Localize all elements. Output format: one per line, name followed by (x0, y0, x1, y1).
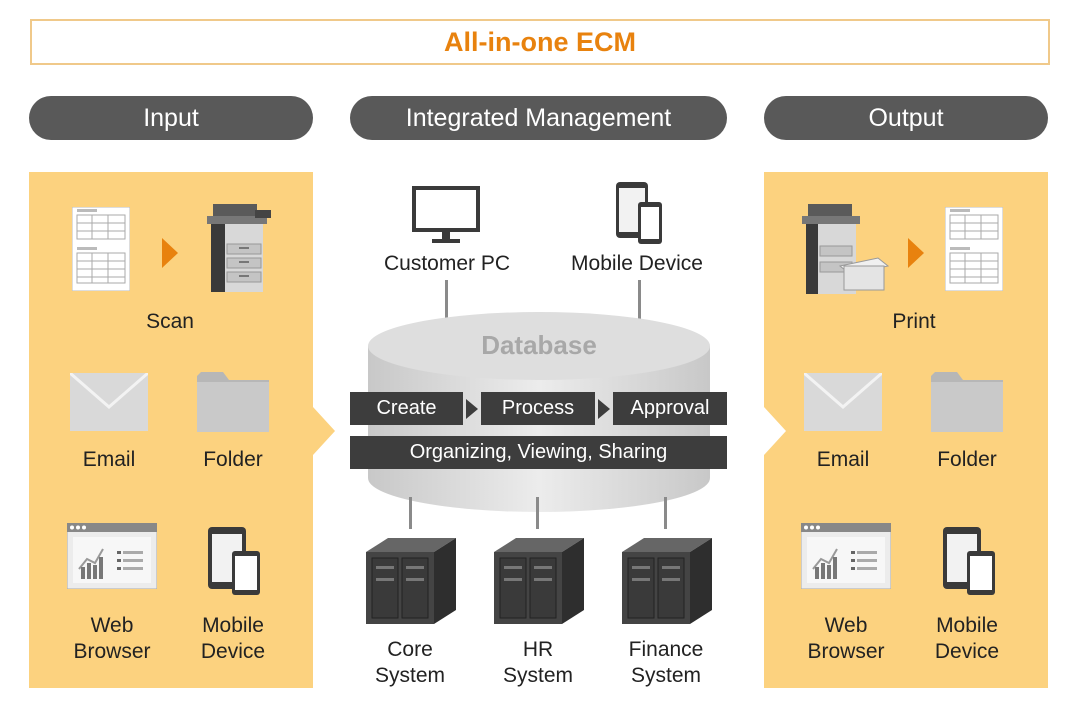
workflow-step-create: Create (350, 392, 463, 425)
envelope-icon (804, 373, 882, 431)
arrow-right-icon (908, 238, 924, 268)
mobile-device-label: Mobile Device (173, 613, 293, 665)
print-label: Print (892, 310, 936, 333)
workflow-step-approval: Approval (613, 392, 727, 425)
customer-pc-label: Customer PC (383, 252, 511, 275)
mobile-devices-icon (943, 527, 995, 595)
multifunction-printer-icon (207, 204, 271, 292)
core-system-label: Core System (350, 637, 470, 689)
output-header: Output (764, 96, 1048, 140)
folder-icon (197, 372, 269, 432)
connector-line (536, 497, 539, 529)
mobile-device-label-line2: Device (934, 640, 1000, 663)
mobile-devices-icon (208, 527, 260, 595)
finance-system-label: Finance System (606, 637, 726, 689)
web-browser-label-line2: Browser (807, 640, 885, 663)
connector-line (445, 280, 448, 320)
mobile-devices-icon (616, 182, 662, 244)
hr-system-label-line1: HR (522, 638, 554, 661)
monitor-icon (412, 186, 480, 243)
email-label: Email (82, 448, 136, 471)
hr-system-label: HR System (478, 637, 598, 689)
input-header: Input (29, 96, 313, 140)
envelope-icon (70, 373, 148, 431)
web-browser-label-line1: Web (824, 614, 868, 637)
folder-icon (931, 372, 1003, 432)
connector-line (409, 497, 412, 529)
web-browser-label: Web Browser (786, 613, 906, 665)
document-form-icon (945, 207, 1003, 291)
web-browser-icon (801, 523, 891, 589)
web-browser-label-line2: Browser (73, 640, 151, 663)
page-title: All-in-one ECM (30, 19, 1050, 65)
server-icon (366, 538, 456, 624)
web-browser-icon (67, 523, 157, 589)
workflow-step-process: Process (481, 392, 595, 425)
arrow-right-icon (466, 399, 478, 419)
integrated-management-header: Integrated Management (350, 96, 727, 140)
hr-system-label-line2: System (502, 664, 573, 687)
mobile-device-label-line1: Mobile (936, 614, 998, 637)
finance-system-label-line2: System (630, 664, 701, 687)
web-browser-label: Web Browser (52, 613, 172, 665)
email-label: Email (816, 448, 870, 471)
output-notch-icon (764, 407, 786, 455)
database-label: Database (481, 330, 597, 360)
input-arrow-icon (313, 407, 335, 455)
arrow-right-icon (598, 399, 610, 419)
web-browser-label-line1: Web (90, 614, 134, 637)
connector-line (664, 497, 667, 529)
mobile-device-label: Mobile Device (907, 613, 1027, 665)
connector-line (638, 280, 641, 320)
finance-system-label-line1: Finance (628, 638, 704, 661)
scan-label: Scan (146, 310, 194, 333)
server-icon (494, 538, 584, 624)
database-cylinder-icon (368, 312, 710, 512)
folder-label: Folder (203, 448, 263, 471)
printer-output-icon (802, 204, 890, 294)
mobile-device-label-line1: Mobile (202, 614, 264, 637)
folder-label: Folder (937, 448, 997, 471)
core-system-label-line2: System (374, 664, 445, 687)
organizing-viewing-sharing-bar: Organizing, Viewing, Sharing (350, 436, 727, 469)
document-form-icon (72, 207, 130, 291)
arrow-right-icon (162, 238, 178, 268)
mobile-device-label: Mobile Device (571, 252, 703, 275)
core-system-label-line1: Core (387, 638, 433, 661)
server-icon (622, 538, 712, 624)
mobile-device-label-line2: Device (200, 640, 266, 663)
